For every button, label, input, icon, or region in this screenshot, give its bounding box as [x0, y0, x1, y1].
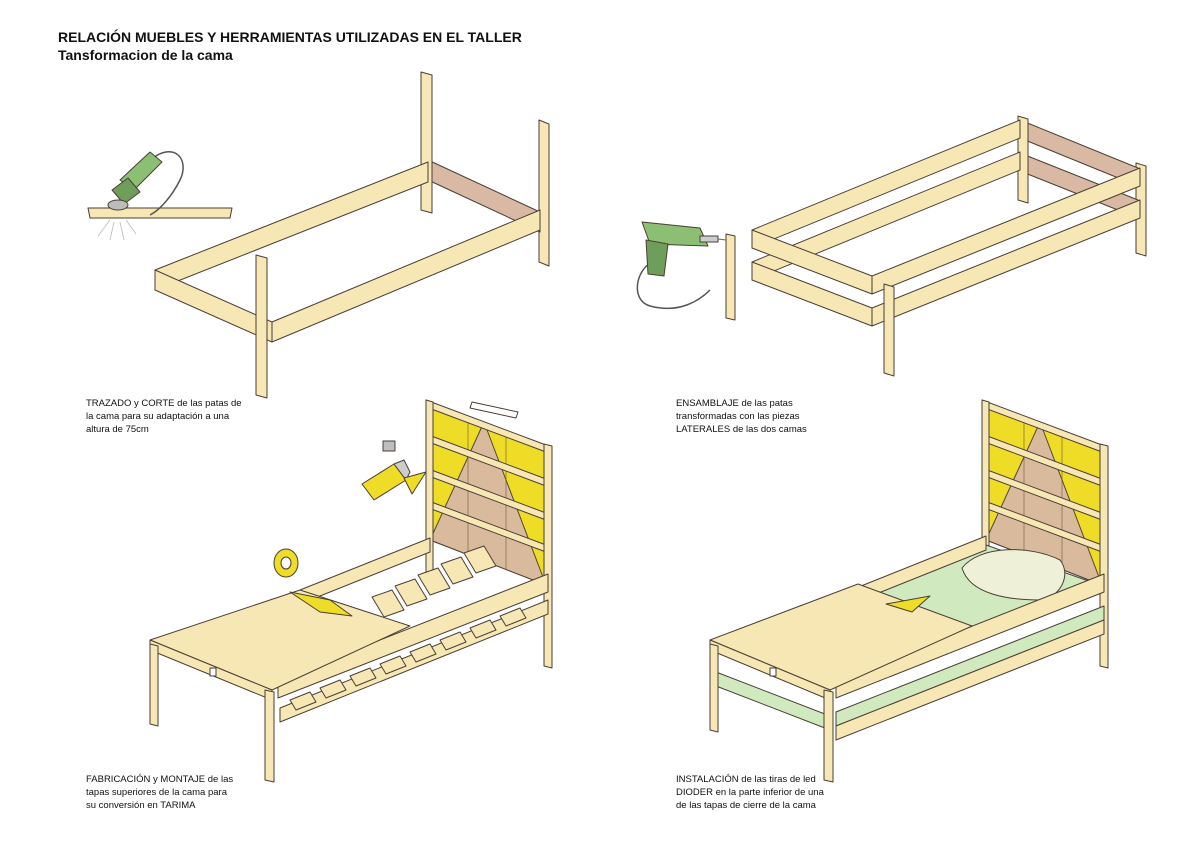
caption-line: altura de 75cm [86, 424, 149, 435]
step4-caption: INSTALACIÓN de las tiras de led DIODER e… [676, 773, 866, 812]
step1-bed-frame [154, 71, 550, 399]
caption-line: tapas superiores de la cama para [86, 787, 227, 798]
caption-line: de las tapas de cierre de la cama [676, 800, 816, 811]
caption-line: INSTALACIÓN de las tiras de led [676, 774, 816, 785]
caption-line: la cama para su adaptación a una [86, 411, 230, 422]
caption-line: transformadas con las piezas [676, 411, 800, 422]
step2-bed-assembly [725, 115, 1147, 377]
caption-line: FABRICACIÓN y MONTAJE de las [86, 774, 234, 785]
caption-line: TRAZADO y CORTE de las patas de [86, 398, 242, 409]
page-subtitle: Tansformacion de la cama [58, 47, 233, 63]
step3-bed-tarima [149, 399, 553, 783]
step4-bed-led [709, 399, 1109, 783]
step1-angle-grinder [87, 151, 233, 241]
caption-line: DIODER en la parte inferior de una [676, 787, 824, 798]
caption-line: su conversión en TARIMA [86, 800, 196, 811]
caption-line: ENSAMBLAJE de las patas [676, 398, 793, 409]
step3-caption: FABRICACIÓN y MONTAJE de las tapas super… [86, 773, 276, 812]
page-title: RELACIÓN MUEBLES Y HERRAMIENTAS UTILIZAD… [58, 29, 522, 45]
caption-line: LATERALES de las dos camas [676, 424, 807, 435]
step3-glue-and-tape [273, 401, 519, 578]
step2-caption: ENSAMBLAJE de las patas transformadas co… [676, 397, 866, 436]
step1-caption: TRAZADO y CORTE de las patas de la cama … [86, 397, 276, 436]
step2-power-drill [636, 221, 727, 310]
